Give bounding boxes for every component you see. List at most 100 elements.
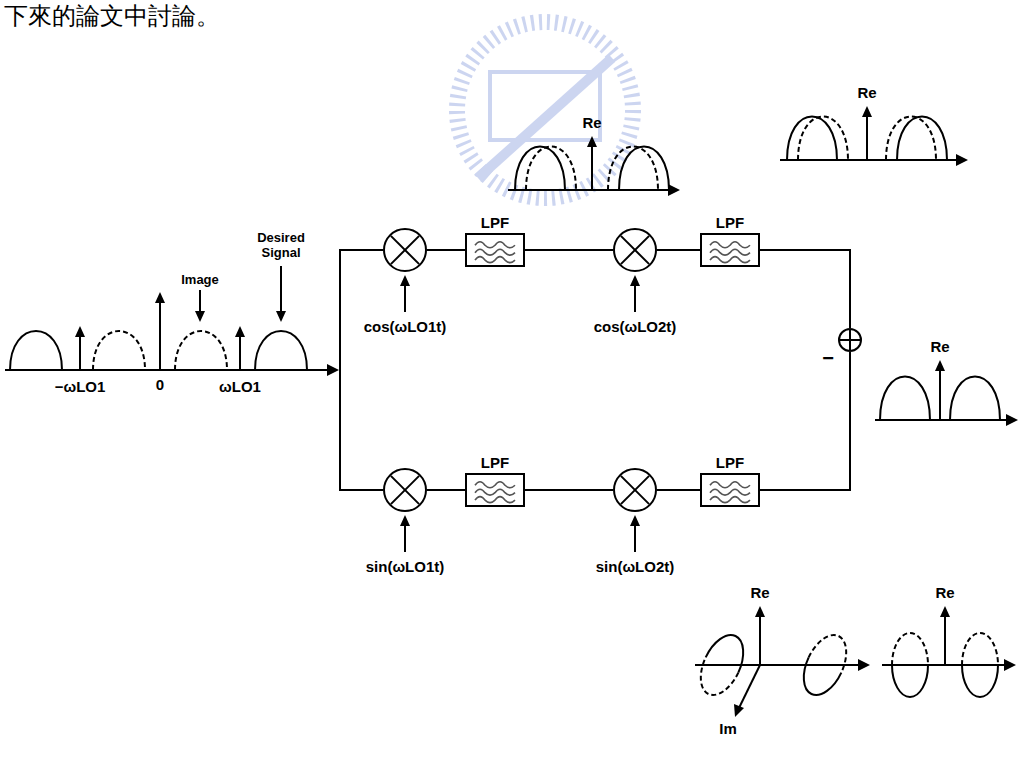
arrowhead: [734, 704, 744, 717]
filter-name: LPF: [716, 454, 744, 471]
arrowhead: [630, 275, 640, 286]
filter-name: LPF: [716, 214, 744, 231]
arrowhead: [755, 606, 765, 617]
filter-wave: [710, 482, 750, 488]
spectrum-ellipse-solid: [892, 665, 928, 697]
lo-signal: sin(ωLO1t): [366, 558, 445, 575]
page-text: 下來的論文中討論。: [4, 2, 220, 30]
frequency-mark: ωLO1: [219, 378, 261, 395]
node-symbol: [383, 228, 427, 272]
node-symbol: [700, 473, 760, 507]
signal-wire: [427, 489, 465, 491]
lo-impulse: [239, 334, 241, 370]
re-axis: [759, 612, 761, 665]
input-split-wire: [340, 250, 383, 490]
frequency-mark: 0: [156, 376, 164, 393]
arrowhead: [400, 275, 410, 286]
sign-mark: −: [822, 350, 834, 367]
filter-wave: [710, 242, 750, 248]
desired-hump: [255, 331, 307, 370]
mixer: sin(ωLO1t): [383, 468, 427, 512]
arrowhead: [327, 364, 339, 376]
axis-name: Re: [582, 114, 601, 131]
freq-axis: [875, 419, 1010, 421]
arrowhead: [956, 154, 968, 166]
low-pass-filter: LPF: [465, 473, 525, 507]
pointer-arrow: [280, 266, 282, 314]
signal-name: Image: [181, 272, 219, 287]
lo-impulse: [79, 334, 81, 370]
spectrum-ellipse-solid: [795, 657, 841, 701]
spectrum-hump: [897, 117, 947, 161]
filter-wave: [475, 242, 515, 248]
arrowhead: [75, 326, 85, 337]
filter-wave: [710, 489, 750, 495]
signal-wire: [760, 250, 850, 328]
filter-name: LPF: [481, 214, 509, 231]
low-pass-filter: LPF: [700, 473, 760, 507]
axis-name: Re: [935, 584, 954, 601]
arrowhead: [862, 106, 872, 117]
arrowhead: [195, 311, 205, 322]
lo-arrow: [404, 282, 406, 312]
filter-wave: [475, 497, 515, 503]
arrowhead: [1006, 414, 1018, 426]
signal-wire: [525, 249, 613, 251]
freq-axis: [780, 159, 960, 161]
freq-axis: [508, 189, 672, 191]
node-symbol: [700, 233, 760, 267]
filter-wave: [475, 489, 515, 495]
image-hump: [175, 331, 227, 370]
mixer: cos(ωLO1t): [383, 228, 427, 272]
axis-name: Re: [857, 84, 876, 101]
arrowhead: [935, 360, 945, 371]
arrowhead: [1004, 659, 1016, 671]
mixer-cross: [391, 476, 419, 504]
mixer-cross: [621, 476, 649, 504]
spectrum-ellipse-dashed: [892, 633, 928, 665]
spectrum-hump: [619, 147, 669, 191]
arrowhead: [155, 292, 165, 303]
filter-wave: [710, 497, 750, 503]
spectrum-hump: [880, 377, 930, 421]
lo-signal: cos(ωLO2t): [594, 318, 677, 335]
signal-name: Desired Signal: [249, 230, 313, 260]
signal-wire: [760, 352, 850, 490]
mixer-cross: [621, 236, 649, 264]
lo-signal: sin(ωLO2t): [596, 558, 675, 575]
mixer-cross: [391, 476, 419, 504]
node-symbol: [838, 328, 862, 352]
freq-axis: [695, 664, 862, 666]
mixer-cross: [621, 476, 649, 504]
arrowhead: [276, 311, 286, 322]
signal-wire: [657, 489, 700, 491]
arrowhead: [668, 184, 680, 196]
axis-name: Re: [930, 338, 949, 355]
spectrum-hump: [10, 331, 62, 370]
node-symbol: [383, 468, 427, 512]
re-axis: [591, 142, 593, 190]
spectrum-hump-dashed: [93, 331, 145, 370]
spectrum-hump-dashed: [886, 117, 936, 161]
spectrum-hump: [950, 377, 1000, 421]
plus-sign: [849, 330, 851, 350]
filter-name: LPF: [481, 454, 509, 471]
signal-wire: [525, 489, 613, 491]
re-axis: [159, 300, 161, 370]
signal-wire: [427, 249, 465, 251]
re-axis: [939, 366, 941, 420]
lo-arrow: [634, 282, 636, 312]
spectrum-hump: [787, 117, 837, 161]
filter-wave: [475, 257, 515, 263]
arrowhead: [587, 136, 597, 147]
axis-name: Im: [719, 720, 737, 737]
filter-wave: [475, 482, 515, 488]
lo-arrow: [634, 522, 636, 552]
frequency-mark: −ωLO1: [55, 378, 106, 395]
spectrum-ellipse-solid: [962, 665, 998, 697]
node-symbol: [465, 473, 525, 507]
arrowhead: [858, 659, 870, 671]
